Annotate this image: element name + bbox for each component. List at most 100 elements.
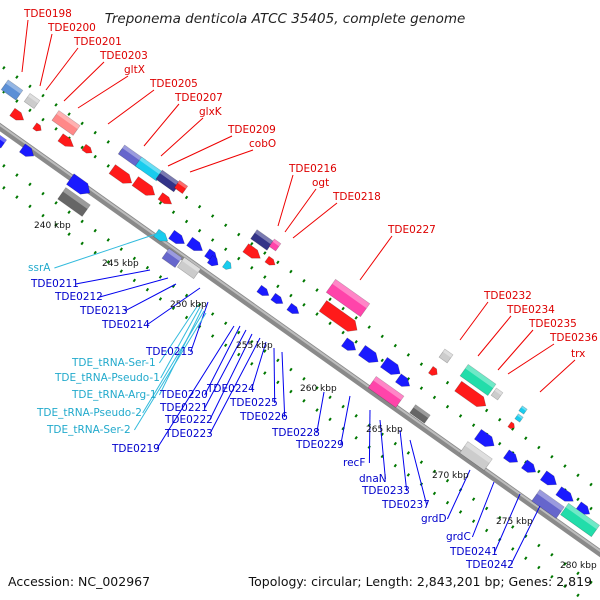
gene-feature[interactable] [325,278,371,318]
gene-feature[interactable] [157,192,174,208]
bottom-feature-label[interactable]: grdD [421,513,447,525]
gene-feature[interactable] [379,356,403,378]
bottom-feature-label[interactable]: TDE0219 [111,443,160,455]
gene-feature[interactable] [256,284,271,298]
bottom-feature-label[interactable]: TDE_tRNA-Pseudo-2 [36,407,142,419]
gene-feature[interactable] [186,236,206,254]
gene-feature[interactable] [264,255,277,267]
gene-feature[interactable] [57,187,91,217]
gene-feature[interactable] [270,292,285,306]
bottom-feature-label[interactable]: TDE0223 [164,428,213,440]
bottom-feature-label[interactable]: TDE0220 [159,389,208,401]
top-feature-label[interactable]: TDE0236 [549,332,598,344]
bottom-feature-label[interactable]: TDE_tRNA-Pseudo-1 [54,372,160,384]
gene-feature[interactable] [459,364,497,396]
gene-feature[interactable] [168,229,188,247]
top-feature-label[interactable]: TDE0234 [506,304,555,316]
gene-feature[interactable] [520,459,538,476]
bottom-feature-label[interactable]: TDE0237 [381,499,430,511]
top-feature-label[interactable]: ogt [312,177,329,189]
gene-feature[interactable] [555,486,576,506]
gene-feature[interactable] [206,255,220,268]
bottom-feature-label[interactable]: TDE0225 [229,397,278,409]
gene-feature[interactable] [57,133,76,151]
gene-feature[interactable] [51,110,81,136]
gene-feature[interactable] [518,405,528,415]
bottom-feature-label[interactable]: TDE0242 [465,559,514,571]
bottom-feature-label[interactable]: TDE0212 [54,291,103,303]
top-feature-label[interactable]: cobO [249,138,276,150]
gene-feature[interactable] [0,79,24,101]
top-feature-label[interactable]: TDE0200 [47,22,96,34]
top-feature-label[interactable]: trx [571,348,585,360]
bottom-feature-label[interactable]: TDE0228 [271,427,320,439]
gene-feature[interactable] [454,380,490,410]
bottom-feature-label[interactable]: TDE0222 [164,414,213,426]
gene-feature[interactable] [161,248,183,268]
bottom-feature-label[interactable]: TDE0241 [449,546,498,558]
top-feature-label[interactable]: TDE0203 [99,50,148,62]
top-feature-label[interactable]: TDE0205 [149,78,198,90]
bottom-feature-label[interactable]: TDE_tRNA-Ser-2 [46,424,131,436]
gene-feature[interactable] [459,441,493,471]
bottom-feature-label[interactable]: TDE0224 [206,383,255,395]
bottom-feature-label[interactable]: TDE0226 [239,411,288,423]
gene-feature[interactable] [286,302,301,316]
gene-feature[interactable] [539,470,559,489]
bottom-feature-label[interactable]: TDE0221 [159,402,208,414]
gene-feature[interactable] [9,107,27,123]
gene-feature[interactable] [0,131,8,149]
top-feature-label[interactable]: TDE0207 [174,92,223,104]
top-feature-label[interactable]: TDE0235 [528,318,577,330]
top-feature-label[interactable]: TDE0232 [483,290,532,302]
bottom-feature-label[interactable]: ssrA [28,262,51,274]
gene-feature[interactable] [367,376,405,408]
gene-feature[interactable] [66,173,93,198]
bottom-feature-label[interactable]: TDE0215 [145,346,194,358]
gene-feature[interactable] [560,502,600,538]
gene-feature[interactable] [490,387,504,401]
gene-feature[interactable] [318,300,361,336]
gene-feature[interactable] [357,344,381,366]
gene-feature[interactable] [514,413,524,423]
top-feature-label[interactable]: TDE0209 [227,124,276,136]
gene-feature[interactable] [502,449,520,466]
gene-feature[interactable] [222,260,233,271]
gene-feature[interactable] [250,229,274,251]
gene-feature[interactable] [23,93,41,109]
bottom-feature-label[interactable]: grdC [446,531,471,543]
gene-feature[interactable] [268,238,282,252]
gene-feature[interactable] [531,489,565,519]
top-feature-label[interactable]: TDE0216 [288,163,337,175]
gene-feature[interactable] [507,421,516,430]
gene-feature[interactable] [438,348,454,364]
gene-feature[interactable] [340,337,358,354]
gene-feature[interactable] [32,122,44,133]
bottom-feature-label[interactable]: TDE0214 [101,319,150,331]
bottom-feature-label[interactable]: TDE_tRNA-Ser-1 [71,357,156,369]
gene-feature[interactable] [428,366,439,377]
gene-feature[interactable] [394,373,412,390]
bottom-feature-label[interactable]: dnaN [359,473,387,485]
gene-feature[interactable] [176,256,202,280]
bottom-feature-label[interactable]: recF [343,457,365,469]
gene-feature[interactable] [173,180,189,194]
top-feature-label[interactable]: TDE0227 [387,224,436,236]
gene-feature[interactable] [108,164,135,188]
bottom-feature-label[interactable]: TDE0213 [79,305,128,317]
gene-feature[interactable] [153,228,171,244]
bottom-feature-label[interactable]: TDE_tRNA-Arg-1 [71,389,157,401]
bottom-feature-label[interactable]: TDE0229 [295,439,344,451]
bottom-feature-label[interactable]: TDE0211 [30,278,79,290]
gene-feature[interactable] [409,404,431,424]
gene-feature[interactable] [242,243,263,263]
top-feature-label[interactable]: TDE0201 [73,36,122,48]
bottom-feature-label[interactable]: TDE0233 [361,485,410,497]
gene-feature[interactable] [473,428,497,450]
gene-feature[interactable] [81,143,94,155]
top-feature-label[interactable]: TDE0218 [332,191,381,203]
top-feature-label[interactable]: gltX [124,64,145,76]
gene-feature[interactable] [18,143,36,160]
top-feature-label[interactable]: glxK [199,106,223,118]
top-feature-label[interactable]: TDE0198 [23,8,72,20]
